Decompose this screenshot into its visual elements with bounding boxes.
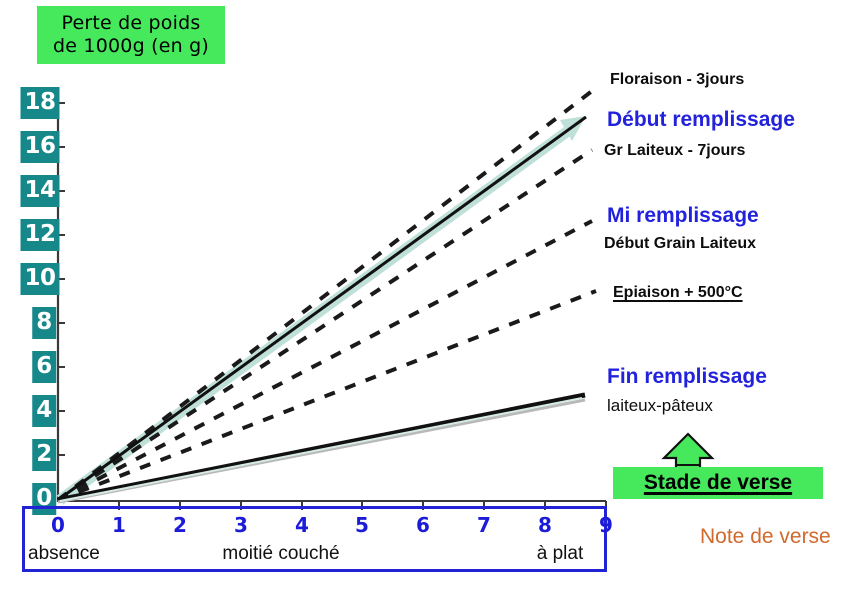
x-category-a-plat: à plat: [536, 543, 584, 564]
x-tick-1: 1: [112, 513, 126, 537]
y-tick-2: 2: [32, 439, 56, 471]
y-tick-18: 18: [20, 87, 60, 119]
series-label-gr-laiteux: Gr Laiteux - 7jours: [604, 142, 746, 159]
series-line-debut-remplissage: [57, 115, 587, 502]
series-label-epiaison: Epiaison + 500°C: [613, 284, 743, 301]
x-tick-6: 6: [416, 513, 430, 537]
series-arrowhead-debut-remplissage: [560, 116, 586, 141]
x-tick-3: 3: [234, 513, 248, 537]
series-band-fin-remplissage: [59, 397, 583, 502]
up-arrow-icon: [661, 432, 715, 472]
series-label-debut-grain-laiteux: Début Grain Laiteux: [604, 235, 757, 252]
chart-title-box: Perte de poids de 1000g (en g): [37, 6, 225, 64]
series-label-mi-remplissage: Mi remplissage: [607, 204, 759, 227]
x-tick-8: 8: [538, 513, 552, 537]
x-tick-0: 0: [51, 513, 65, 537]
series-line-mi-remplissage: [57, 219, 593, 502]
x-category-absence: absence: [28, 543, 100, 564]
series-label-debut-remplissage: Début remplissage: [607, 108, 795, 131]
x-tick-5: 5: [355, 513, 369, 537]
x-tick-7: 7: [477, 513, 491, 537]
x-axis-box: [22, 506, 607, 572]
x-axis-title: Note de verse: [700, 525, 831, 548]
series-line-fin-remplissage: [57, 392, 586, 503]
series-label-fin-remplissage: Fin remplissage: [607, 365, 767, 388]
y-tick-12: 12: [20, 219, 60, 251]
y-tick-16: 16: [20, 131, 60, 163]
x-tick-2: 2: [173, 513, 187, 537]
y-tick-14: 14: [20, 175, 60, 207]
series-line-fin-remplissage-shadow: [57, 398, 586, 504]
series-line-gr-laiteux: [56, 148, 594, 502]
y-tick-6: 6: [32, 351, 56, 383]
x-category-moitie-couche: moitié couché: [222, 543, 340, 564]
chart-title-line-1: Perte de poids: [61, 11, 201, 34]
series-line-floraison: [56, 89, 594, 502]
series-band-debut-remplissage: [56, 123, 576, 505]
y-tick-10: 10: [20, 263, 60, 295]
stade-de-verse-label: Stade de verse: [643, 471, 793, 494]
y-tick-8: 8: [32, 307, 56, 339]
series-label-laiteux-pateux: laiteux-pâteux: [607, 396, 713, 415]
series-line-epiaison: [57, 289, 597, 502]
y-tick-4: 4: [32, 395, 56, 427]
series-label-floraison: Floraison - 3jours: [610, 71, 745, 88]
stade-de-verse-callout: Stade de verse: [613, 467, 823, 499]
chart-title-line-2: de 1000g (en g): [53, 35, 209, 57]
x-tick-9: 9: [599, 513, 613, 537]
x-tick-4: 4: [295, 513, 309, 537]
